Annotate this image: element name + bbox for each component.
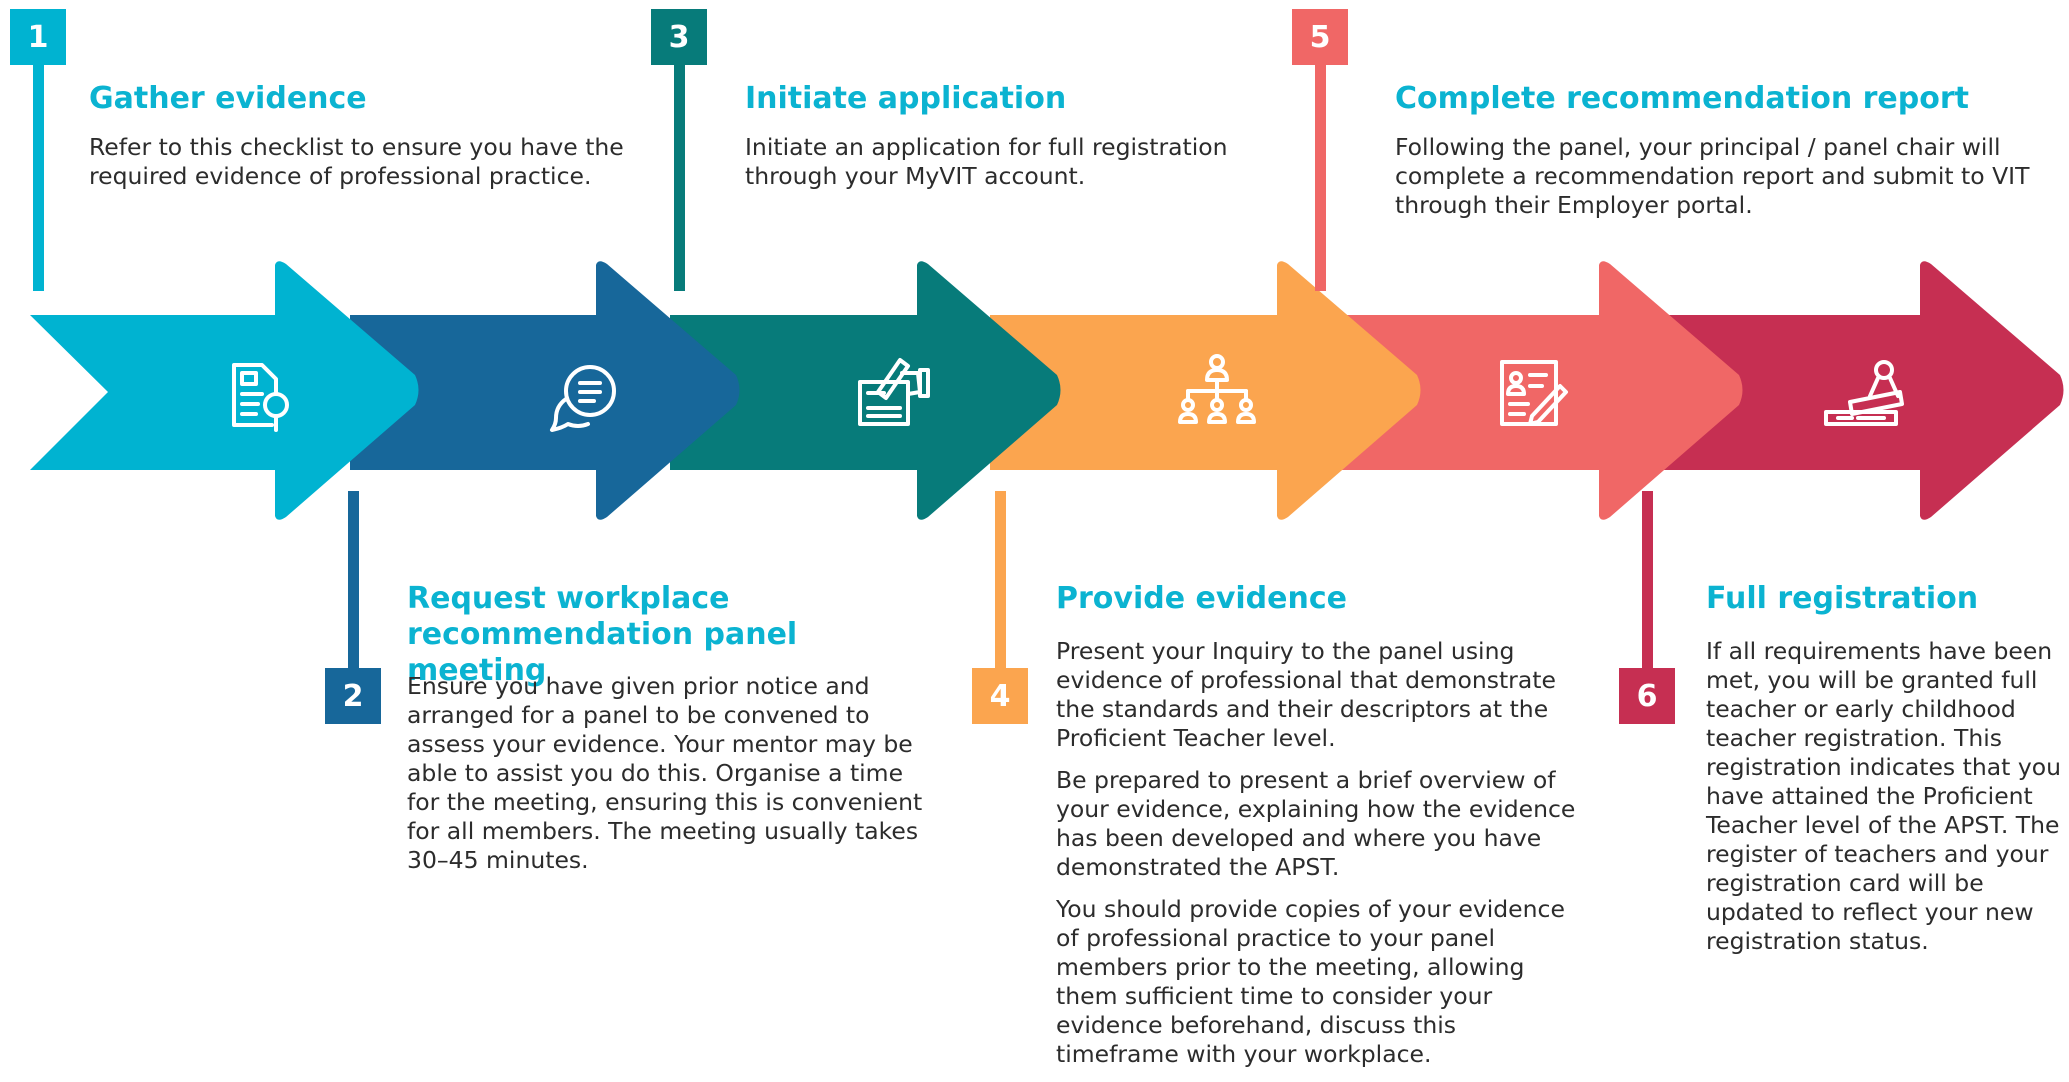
step-5-paragraph: Following the panel, your principal / pa… (1395, 133, 2030, 219)
step-3-stem (674, 56, 685, 291)
step-4-description: Present your Inquiry to the panel using … (1056, 637, 1586, 1082)
speech-bubbles-icon (550, 365, 616, 432)
step-1-description: Refer to this checklist to ensure you ha… (89, 133, 629, 204)
step-4-paragraph-2: Be prepared to present a brief overview … (1056, 766, 1576, 881)
step-5-arrow (1310, 261, 1743, 520)
step-2-title: Request workplace recommendation panel m… (407, 581, 798, 688)
step-1-title: Gather evidence (89, 81, 367, 116)
step-2-description: Ensure you have given prior notice and a… (407, 672, 937, 888)
step-4-title: Provide evidence (1056, 581, 1347, 616)
step-2-badge: 2 (325, 668, 381, 724)
step-2-stem (348, 491, 359, 721)
step-5-badge: 5 (1292, 9, 1348, 65)
step-3-badge: 3 (651, 9, 707, 65)
step-3-description: Initiate an application for full registr… (745, 133, 1285, 204)
approval-stamp-icon (1824, 360, 1904, 426)
step-5-description: Following the panel, your principal / pa… (1395, 133, 2035, 233)
document-search-icon (232, 363, 289, 432)
signing-document-icon (858, 358, 930, 426)
step-5-title: Complete recommendation report (1395, 81, 1969, 116)
report-form-icon (1500, 360, 1568, 426)
step-4-paragraph-1: Present your Inquiry to the panel using … (1056, 637, 1556, 752)
org-chart-icon (1178, 354, 1256, 424)
step-6-arrow (1630, 261, 2064, 520)
step-1-stem (33, 56, 44, 291)
step-4-paragraph-3: You should provide copies of your eviden… (1056, 895, 1565, 1068)
step-2-paragraph: Ensure you have given prior notice and a… (407, 672, 923, 874)
step-6-description: If all requirements have been met, you w… (1706, 637, 2064, 969)
step-1-paragraph: Refer to this checklist to ensure you ha… (89, 133, 624, 190)
step-6-paragraph: If all requirements have been met, you w… (1706, 637, 2062, 955)
step-3-title: Initiate application (745, 81, 1067, 116)
step-5-stem (1315, 56, 1326, 291)
step-4-stem (995, 491, 1006, 721)
step-6-badge: 6 (1619, 668, 1675, 724)
step-1-arrow (30, 261, 419, 520)
step-6-stem (1642, 491, 1653, 721)
step-3-paragraph: Initiate an application for full registr… (745, 133, 1228, 190)
step-3-arrow (670, 261, 1061, 520)
step-6-title: Full registration (1706, 581, 1979, 616)
step-4-badge: 4 (972, 668, 1028, 724)
step-2-arrow (350, 261, 740, 520)
step-1-badge: 1 (10, 9, 66, 65)
